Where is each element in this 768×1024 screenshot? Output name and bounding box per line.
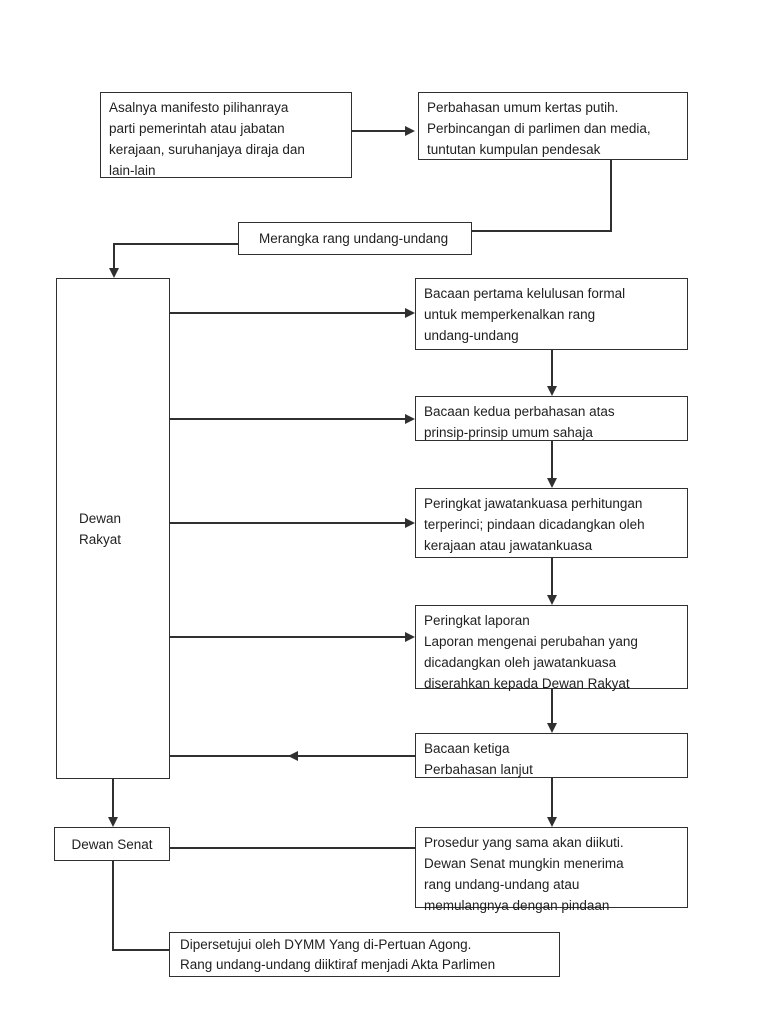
connector-senat-down xyxy=(112,861,114,951)
arrowhead-down-icon xyxy=(547,817,557,827)
connector-debate-down xyxy=(610,159,612,231)
arrowhead-right-icon xyxy=(405,308,415,318)
node-dewan-senat: Dewan Senat xyxy=(54,827,170,861)
connector-report-to-third xyxy=(551,689,553,724)
node-committee-stage: Peringkat jawatankuasa perhitungan terpe… xyxy=(415,488,688,558)
connector-drafting-left xyxy=(113,243,238,245)
arrowhead-right-icon xyxy=(405,414,415,424)
arrowhead-down-icon xyxy=(547,386,557,396)
connector-rakyat-to-committee xyxy=(170,522,406,524)
node-first-reading: Bacaan pertama kelulusan formal untuk me… xyxy=(415,278,688,350)
arrowhead-down-icon xyxy=(108,817,118,827)
node-senate-procedure: Prosedur yang sama akan diikuti. Dewan S… xyxy=(415,827,688,913)
arrowhead-down-icon xyxy=(547,723,557,733)
connector-senat-to-senate-proc xyxy=(170,847,415,849)
connector-third-to-senate-proc xyxy=(551,778,553,818)
connector-origin-to-debate xyxy=(352,130,406,132)
connector-committee-to-report xyxy=(551,558,553,596)
arrowhead-down-icon xyxy=(109,268,119,278)
arrowhead-right-icon xyxy=(405,126,415,136)
arrowhead-down-icon xyxy=(547,478,557,488)
node-third-reading: Bacaan ketiga Perbahasan lanjut xyxy=(415,733,688,778)
arrowhead-down-icon xyxy=(547,595,557,605)
node-second-reading: Bacaan kedua perbahasan atas prinsip-pri… xyxy=(415,396,688,441)
node-origin: Asalnya manifesto pilihanraya parti peme… xyxy=(100,92,352,178)
connector-debate-to-drafting xyxy=(472,230,612,232)
node-report-stage: Peringkat laporan Laporan mengenai perub… xyxy=(415,605,688,691)
connector-second-to-committee xyxy=(551,441,553,479)
arrowhead-right-icon xyxy=(405,518,415,528)
node-dewan-rakyat: Dewan Rakyat xyxy=(56,278,170,779)
connector-senat-to-royal-assent xyxy=(112,949,170,951)
connector-rakyat-to-first-reading xyxy=(170,312,406,314)
arrowhead-right-icon xyxy=(405,632,415,642)
connector-rakyat-to-second-reading xyxy=(170,418,406,420)
node-white-paper-debate: Perbahasan umum kertas putih. Perbincang… xyxy=(418,92,688,160)
connector-first-to-second xyxy=(551,350,553,387)
connector-rakyat-to-senat xyxy=(112,779,114,818)
node-royal-assent: Dipersetujui oleh DYMM Yang di-Pertuan A… xyxy=(169,932,560,977)
connector-rakyat-to-report xyxy=(170,636,406,638)
node-drafting: Merangka rang undang-undang xyxy=(238,222,472,255)
arrowhead-left-icon xyxy=(288,751,298,761)
connector-drafting-down xyxy=(113,243,115,269)
